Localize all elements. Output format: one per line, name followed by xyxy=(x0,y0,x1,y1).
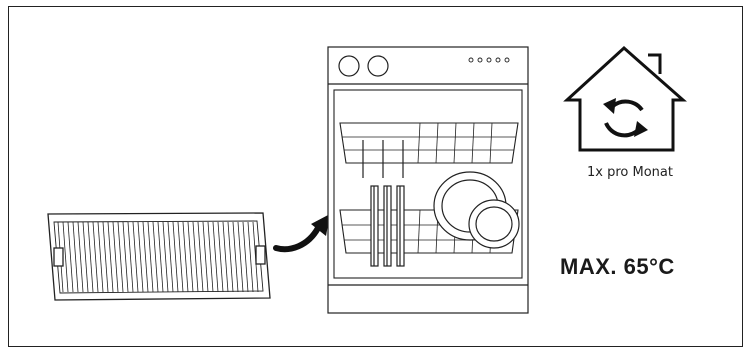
dishwasher-icon xyxy=(328,47,528,313)
house-recurring-icon xyxy=(567,48,683,150)
max-temperature-label: MAX. 65°C xyxy=(560,254,675,280)
grease-filter-icon xyxy=(48,213,270,300)
curved-arrow-icon xyxy=(276,214,330,249)
frequency-label: 1x pro Monat xyxy=(560,165,700,180)
